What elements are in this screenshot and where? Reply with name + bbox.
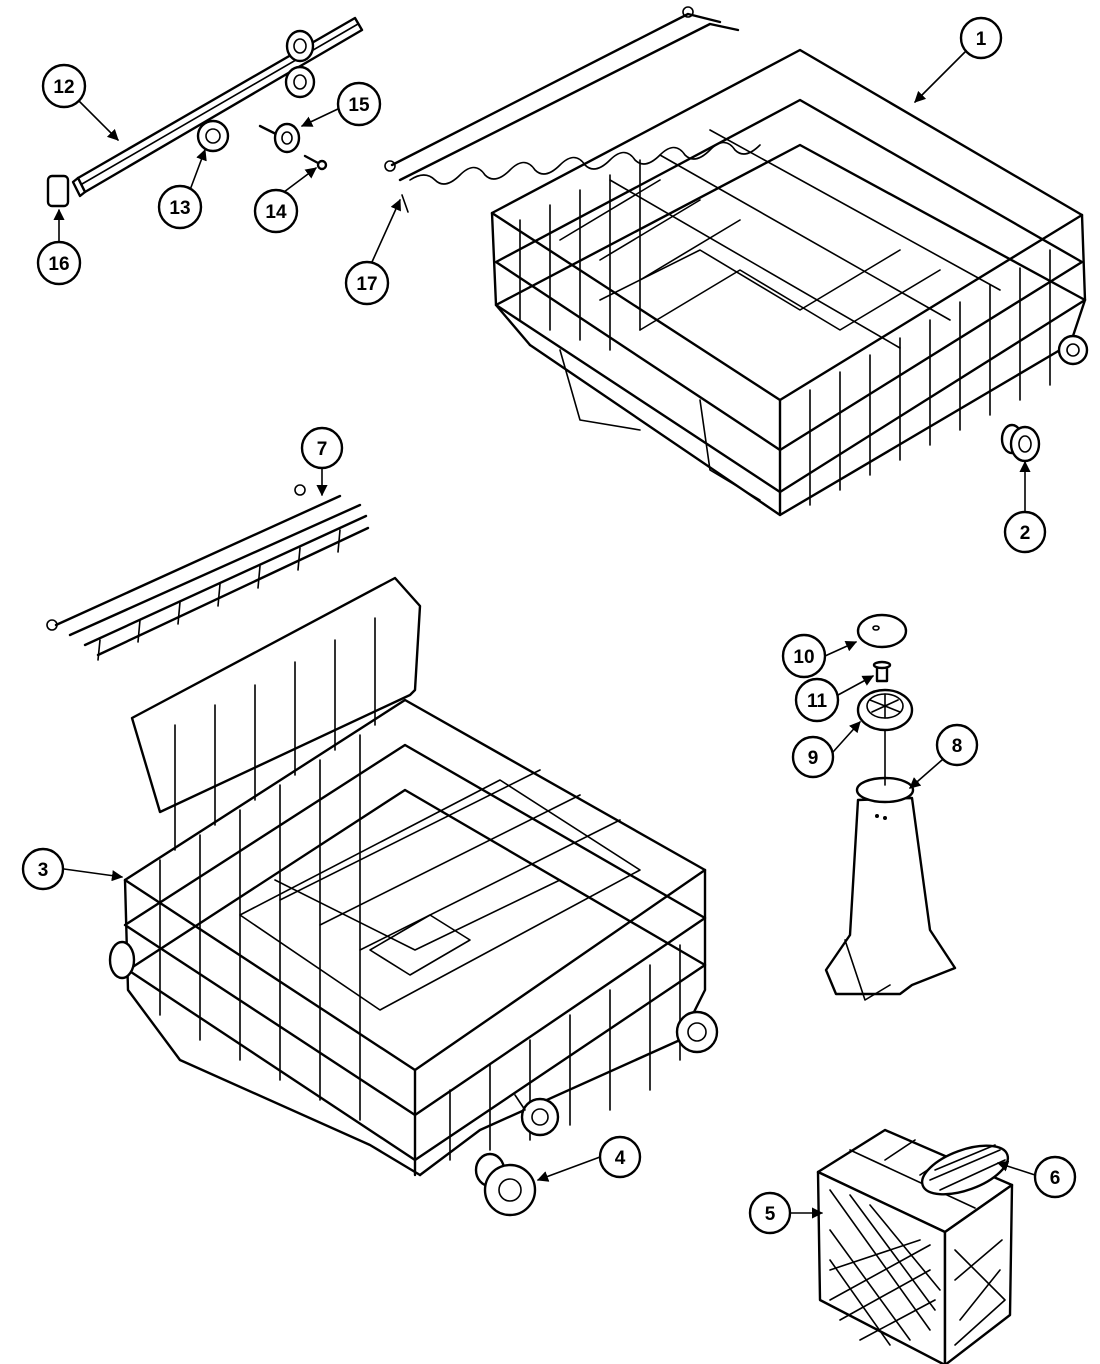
callout-14: 14 (253, 167, 317, 234)
tine-row-part-17 (384, 6, 761, 213)
upper-rack-part-1 (490, 48, 1089, 517)
end-cap-part-16 (46, 174, 70, 208)
wheel-part-4 (474, 1152, 537, 1217)
callout-11: 11 (794, 675, 874, 723)
callout-6-label: 6 (1050, 1168, 1061, 1189)
callout-10-label: 10 (793, 647, 814, 668)
callout-12-label: 12 (53, 77, 74, 98)
callout-13-label: 13 (169, 198, 190, 219)
wheel-part-2 (1000, 423, 1041, 463)
callout-17: 17 (344, 198, 401, 306)
callout-4: 4 (536, 1135, 642, 1182)
callout-7-label: 7 (317, 439, 328, 460)
callout-9: 9 (791, 721, 861, 779)
rack-rail-part-12 (71, 16, 364, 198)
callout-12: 12 (41, 63, 119, 141)
spray-tower-part-8 (824, 729, 957, 1001)
callout-15-label: 15 (348, 95, 370, 116)
pin-part-11 (872, 660, 892, 683)
roller-wheel-part-15 (258, 122, 301, 154)
screw-part-14 (303, 154, 328, 171)
cap-part-10 (856, 613, 908, 649)
roller-wheel-part-13 (196, 119, 230, 153)
callout-14-label: 14 (265, 202, 287, 223)
callout-5: 5 (748, 1191, 824, 1235)
silverware-basket-part-5 (816, 1128, 1014, 1364)
callout-10: 10 (781, 633, 858, 679)
callout-6: 6 (996, 1155, 1077, 1199)
callout-1-label: 1 (976, 29, 987, 50)
callout-8-label: 8 (952, 736, 963, 757)
callout-16-label: 16 (48, 254, 69, 275)
callout-2-label: 2 (1020, 523, 1031, 544)
callout-16: 16 (36, 208, 82, 286)
callout-8: 8 (909, 723, 979, 789)
callout-17-label: 17 (356, 274, 377, 295)
nut-part-9 (856, 688, 914, 732)
callout-13: 13 (157, 148, 207, 230)
tine-row-part-7 (46, 484, 370, 661)
callout-2: 2 (1003, 460, 1047, 554)
callout-15: 15 (300, 81, 382, 127)
callout-4-label: 4 (615, 1148, 626, 1169)
callout-7: 7 (300, 426, 344, 497)
rail-wheel-upper (284, 29, 316, 99)
callout-3-label: 3 (38, 860, 49, 881)
lower-rack-part-3 (108, 576, 719, 1177)
callout-1: 1 (914, 16, 1003, 103)
callout-3: 3 (21, 847, 124, 891)
callout-11-label: 11 (807, 691, 828, 712)
callout-5-label: 5 (765, 1204, 776, 1225)
basket-lid-part-6 (920, 1144, 1010, 1196)
callout-9-label: 9 (808, 748, 819, 769)
